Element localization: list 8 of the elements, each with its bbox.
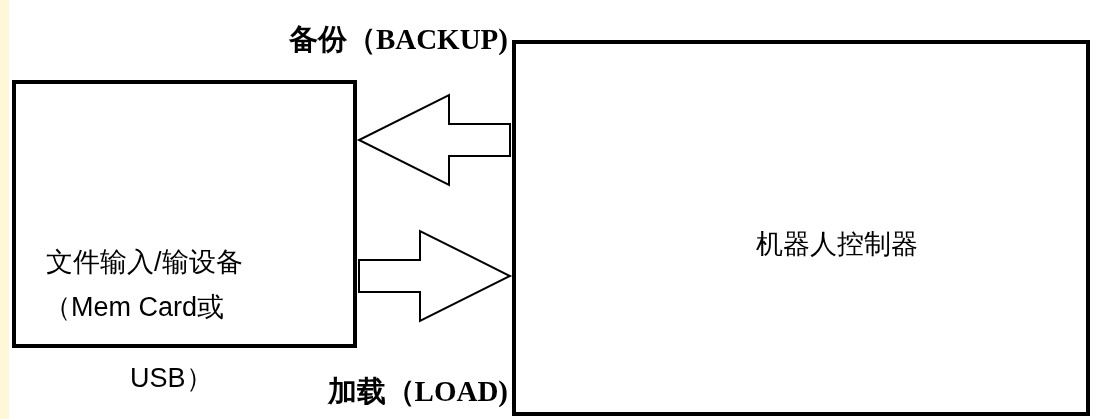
box-text: 机器人控制器 [756,228,918,261]
process-box [512,40,1090,416]
box-text: 文件输入/输设备 [46,246,243,279]
block-arrow [356,93,511,187]
box-text: （Mem Card或 [44,291,225,324]
block-arrow [358,229,513,323]
caption-text: USB） [130,362,213,395]
process-box [12,80,357,348]
